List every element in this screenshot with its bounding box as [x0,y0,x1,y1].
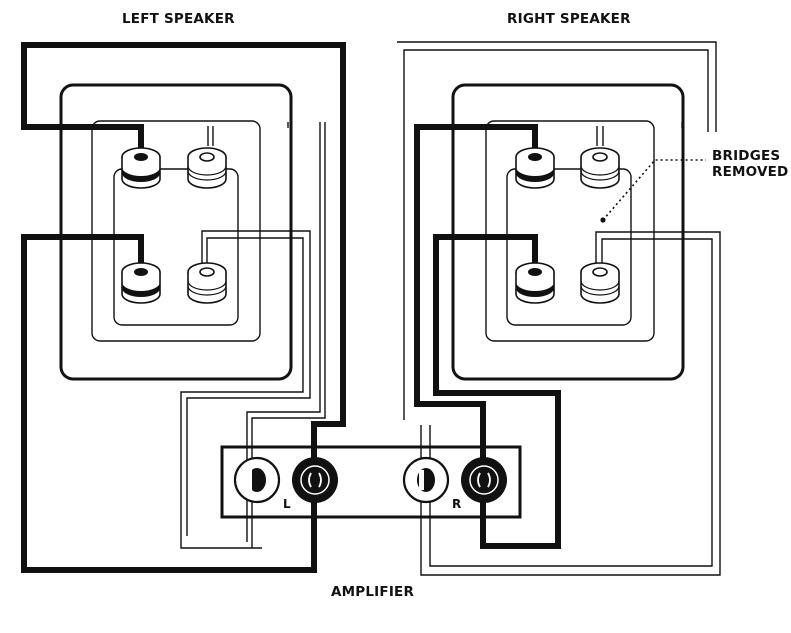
bridges-callout-line [602,159,706,221]
left-terminal-plate [113,168,239,326]
right-wire-lf-positive-b [429,238,713,567]
right-speaker [397,41,721,576]
amp-right-negative-terminal [461,457,507,503]
left-terminal-lf-positive [187,262,227,304]
left-terminal-lf-negative [121,262,161,304]
bridges-callout-dot [600,217,606,223]
right-wire-outer-a [397,41,717,132]
right-terminal-hf-negative [515,147,555,189]
amp-left-positive-terminal [233,456,281,504]
right-speaker-label: RIGHT SPEAKER [507,11,631,27]
right-terminal-lf-positive [580,262,620,304]
amplifier-label: AMPLIFIER [331,584,415,600]
left-terminal-hf-positive [187,147,227,189]
amp-channel-left-label: L [283,497,291,511]
left-speaker-label: LEFT SPEAKER [122,11,235,27]
left-terminal-hf-negative [121,147,161,189]
right-terminal-hf-positive [580,147,620,189]
right-wire-negative [414,124,538,470]
amp-right-positive-terminal [402,456,450,504]
amplifier [220,445,522,519]
bridges-removed-label-line2: REMOVED [712,164,789,180]
left-wire-lf-positive [186,230,311,536]
left-speaker-cabinet [59,83,293,381]
right-terminal-lf-negative [515,262,555,304]
amp-channel-right-label: R [452,497,462,511]
left-wire-lf-positive-b [180,237,304,549]
left-speaker [21,42,346,573]
right-wire-lf-positive [420,231,721,576]
amp-left-negative-terminal [292,457,338,503]
left-wire-negative [21,42,346,573]
bridges-removed-label-line1: BRIDGES [712,148,781,164]
right-wire-outer-b [403,49,709,420]
right-terminal-plate [506,168,632,326]
right-wire-negative-b [433,234,561,549]
right-speaker-inner-frame [485,120,655,342]
